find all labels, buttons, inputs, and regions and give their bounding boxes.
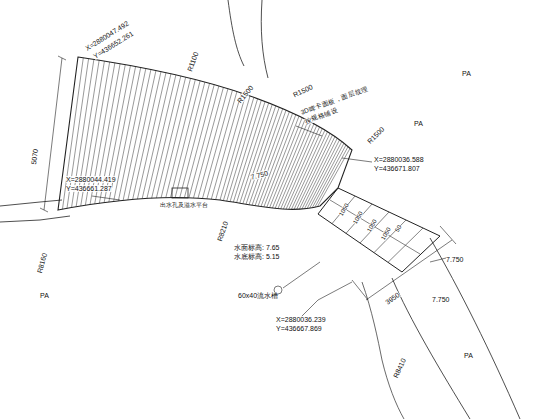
coordinate: Y=436671.807 — [374, 165, 420, 172]
hatch-line — [310, 143, 344, 208]
hatch-line — [211, 93, 241, 199]
hatch-line — [307, 142, 342, 209]
hatch-line — [147, 75, 176, 199]
elevation: 水底标高: 5.15 — [234, 253, 280, 260]
hatch-line — [291, 132, 327, 210]
note: 出水孔及溢水平台 — [160, 203, 208, 209]
coordinate: X=2880036.588 — [374, 156, 424, 163]
hatch-line — [166, 79, 196, 197]
hatch-line — [286, 129, 322, 210]
hatch-line — [255, 112, 289, 206]
elevation: 7.750 — [250, 169, 269, 180]
hatch-line — [156, 77, 185, 198]
elevation: 7.750 — [432, 296, 450, 303]
length-dimension: 1050 — [338, 202, 350, 217]
hatch-line — [202, 90, 232, 198]
radius-dimension: R1100 — [186, 51, 199, 72]
hatch-line — [289, 130, 325, 209]
hatch-line — [252, 110, 286, 205]
zone-code: PA — [414, 120, 423, 127]
length-dimension: 5070 — [30, 149, 39, 165]
elevation: 7.750 — [446, 256, 464, 263]
hatch-line — [184, 85, 214, 198]
length-dimension: 3950 — [384, 291, 401, 306]
hatch-line — [249, 109, 283, 205]
hatch-line — [198, 89, 228, 198]
step-line — [332, 196, 355, 224]
hatch-line — [216, 94, 246, 199]
hatch-line — [90, 63, 115, 205]
coordinate: Y=436661.287 — [66, 185, 112, 192]
hatch-line — [294, 133, 330, 209]
hatch-line — [189, 86, 219, 198]
length-dimension: 1050 — [352, 210, 364, 225]
zone-code: PA — [462, 70, 471, 77]
note: 60x40流水槽 — [238, 292, 278, 299]
elevation: 水面标高: 7.65 — [234, 244, 280, 251]
hatch-line — [193, 87, 223, 198]
zone-code: PA — [464, 352, 473, 359]
hatch-line — [258, 113, 293, 206]
radius-dimension: R1500 — [236, 84, 255, 104]
hatch-line — [161, 78, 190, 198]
hatch-line — [230, 100, 261, 201]
length-dimension: 50 — [394, 224, 403, 233]
coordinate: X=2880036.239 — [276, 316, 326, 323]
radius-dimension: R1500 — [366, 125, 386, 145]
hatch-line — [85, 62, 109, 205]
hatch-line — [312, 145, 346, 208]
hatch-line — [315, 147, 348, 208]
hatch-line — [317, 148, 350, 206]
hatch-line — [281, 125, 317, 208]
hatch-line — [297, 135, 333, 209]
radius-dimension: R8160 — [36, 252, 48, 274]
hatch-line — [240, 104, 273, 203]
hatch-line — [180, 83, 210, 197]
hatch-line — [220, 96, 250, 200]
coordinate: Y=436667.869 — [276, 325, 322, 332]
hatch-line — [170, 81, 200, 198]
hatch-line — [270, 119, 306, 208]
hatch-line — [283, 127, 319, 209]
radius-dimension: R8210 — [216, 220, 229, 242]
radius-dimension: R1500 — [292, 83, 314, 98]
hatch-line — [152, 76, 181, 198]
hatch-line — [175, 82, 205, 198]
hatch-line — [246, 107, 279, 204]
radius-dimension: R8410 — [392, 357, 407, 379]
step-line — [330, 200, 420, 254]
zone-code: PA — [40, 292, 49, 299]
length-dimension: 1050 — [380, 226, 392, 241]
coordinate: X=2880044.419 — [66, 176, 116, 183]
